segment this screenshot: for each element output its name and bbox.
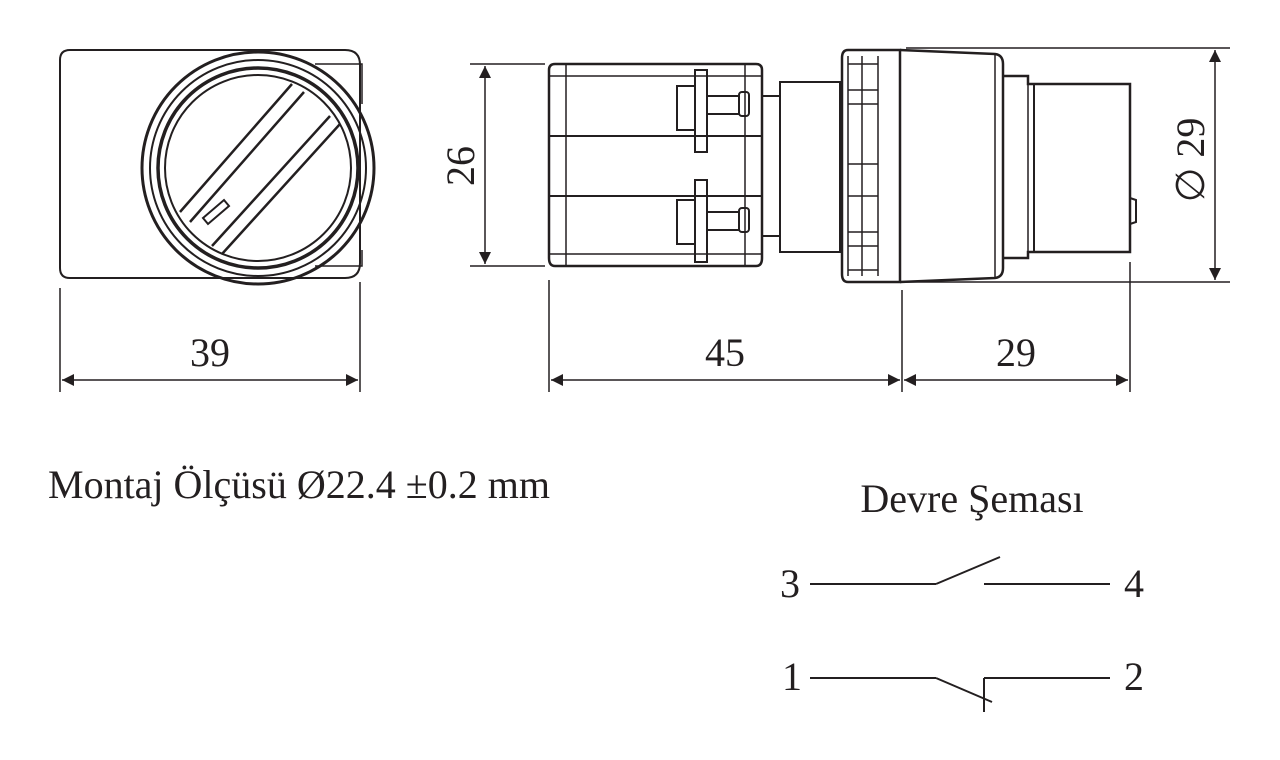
terminal-3-label: 3	[780, 561, 800, 606]
contact-nc: 1 2	[782, 654, 1144, 712]
dim-body-length-label: 45	[705, 330, 745, 375]
circuit-diagram: Devre Şeması 3 4 1 2	[780, 476, 1144, 712]
side-view	[547, 48, 1137, 284]
dim-head-length-label: 29	[996, 330, 1036, 375]
mounting-note: Montaj Ölçüsü Ø22.4 ±0.2 mm	[48, 462, 550, 507]
knob-side	[1003, 74, 1132, 260]
bezel-outer-ring	[140, 50, 376, 286]
nc-contact-blade	[935, 677, 993, 703]
terminal-upper	[676, 69, 750, 153]
mounting-neck	[779, 81, 841, 253]
terminal-2-label: 2	[1124, 654, 1144, 699]
dim-body-height-label: 26	[438, 146, 483, 186]
bezel-inner-ring	[156, 66, 360, 270]
terminal-lower	[676, 179, 750, 263]
front-view	[59, 49, 376, 286]
no-contact-blade	[935, 556, 1001, 585]
contact-no: 3 4	[780, 556, 1144, 606]
circuit-title: Devre Şeması	[860, 476, 1083, 521]
dimension-lines	[59, 47, 1230, 392]
terminal-1-label: 1	[782, 654, 802, 699]
dim-front-width-label: 39	[190, 330, 230, 375]
contact-block	[547, 62, 764, 268]
mounting-nut	[840, 48, 902, 284]
terminal-4-label: 4	[1124, 561, 1144, 606]
selector-knob	[179, 83, 341, 255]
indicator-mark	[201, 198, 231, 226]
head-body	[899, 48, 1005, 284]
dim-head-diameter-label: ∅ 29	[1168, 118, 1213, 203]
